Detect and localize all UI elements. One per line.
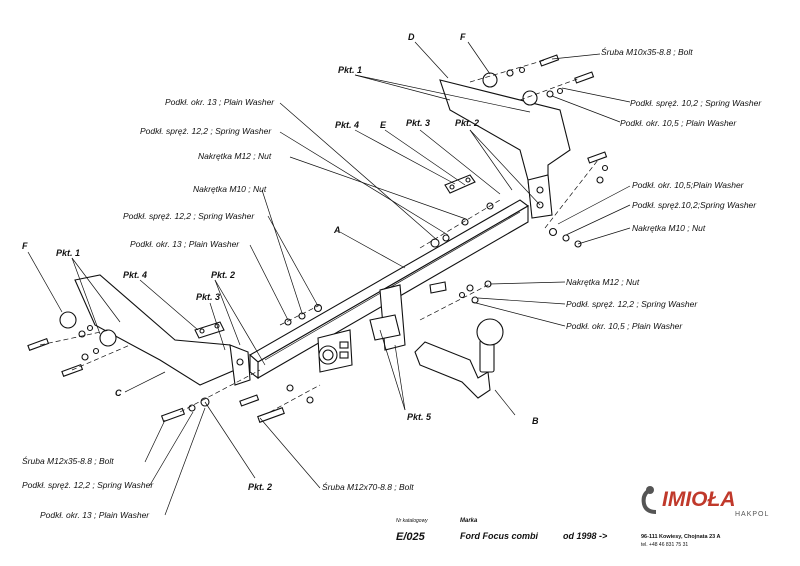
label-plain-washer-105-top: Podkł. okr. 10,5 ; Plain Washer xyxy=(620,118,737,128)
title-block: Nr katalogowy E/025 Marka Ford Focus com… xyxy=(396,518,608,543)
label-plain-washer-13-bottom: Podkł. okr. 13 ; Plain Washer xyxy=(40,510,150,520)
callout-pkt2-left: Pkt. 2 xyxy=(211,270,235,280)
assembly-axes xyxy=(39,59,599,413)
company-phone: tel. +48 46 831 75 31 xyxy=(641,542,688,548)
label-spring-washer-10-right: Podkł. spręż.10,2;Spring Washer xyxy=(632,200,757,210)
brand-value: Ford Focus combi xyxy=(460,531,539,541)
logo-wordmark: IMIOŁA xyxy=(662,488,736,511)
label-bolt-m10: Śruba M10x35-8.8 ; Bolt xyxy=(601,46,693,57)
label-bolt-m12x70: Śruba M12x70-8.8 ; Bolt xyxy=(322,481,414,492)
callout-pkt1-top: Pkt. 1 xyxy=(338,65,362,75)
label-spring-washer-12-bottom: Podkł. spręż. 12,2 ; Spring Washer xyxy=(22,480,154,490)
label-nut-m12-top: Nakrętka M12 ; Nut xyxy=(198,151,272,161)
callout-E: E xyxy=(380,120,387,130)
brand-label: Marka xyxy=(460,518,478,524)
callout-pkt3-top: Pkt. 3 xyxy=(406,118,430,128)
right-bracket xyxy=(439,79,571,219)
callout-pkt3-left: Pkt. 3 xyxy=(196,292,220,302)
label-spring-washer-12-top: Podkł. spręż. 12,2 ; Spring Washer xyxy=(140,126,272,136)
callout-A: A xyxy=(333,225,341,235)
company-address: 96-111 Kowiesy, Chojnata 23 A xyxy=(641,534,721,540)
clamp-plate-left xyxy=(194,321,225,339)
label-nut-m10-left: Nakrętka M10 ; Nut xyxy=(193,184,267,194)
callout-D: D xyxy=(408,32,415,42)
callout-B: B xyxy=(532,416,539,426)
left-bracket-C xyxy=(74,274,251,386)
label-bolt-m12x35: Śruba M12x35-8.8 ; Bolt xyxy=(22,455,114,466)
catalog-number-value: E/025 xyxy=(396,531,426,543)
catalog-number-label: Nr katalogowy xyxy=(396,518,428,524)
label-plain-washer-105-right2: Podkł. okr. 10,5 ; Plain Washer xyxy=(566,321,683,331)
label-spring-washer-12-mid: Podkł. spręż. 12,2 ; Spring Washer xyxy=(123,211,255,221)
label-plain-washer-13-mid: Podkł. okr. 13 ; Plain Washer xyxy=(130,239,240,249)
year-value: od 1998 -> xyxy=(563,531,608,541)
callout-F-left: F xyxy=(22,241,28,251)
label-plain-washer-13-top: Podkł. okr. 13 ; Plain Washer xyxy=(165,97,275,107)
label-nut-m12-right: Nakrętka M12 ; Nut xyxy=(566,277,640,287)
callout-pkt1-left: Pkt. 1 xyxy=(56,248,80,258)
label-plain-washer-105-right: Podkł. okr. 10,5;Plain Washer xyxy=(632,180,745,190)
callout-pkt2-bottom: Pkt. 2 xyxy=(248,482,272,492)
logo-subtext: HAKPOL xyxy=(735,511,769,518)
label-nut-m10-right: Nakrętka M10 ; Nut xyxy=(632,223,706,233)
callout-pkt4-top: Pkt. 4 xyxy=(335,120,359,130)
ball-mount-bracket xyxy=(369,281,447,351)
callout-pkt4-left: Pkt. 4 xyxy=(123,270,147,280)
tow-ball-B xyxy=(414,318,504,399)
label-spring-washer-10-top: Podkł. spręż. 10,2 ; Spring Washer xyxy=(630,98,762,108)
label-spring-washer-12-right: Podkł. spręż. 12,2 ; Spring Washer xyxy=(566,299,698,309)
logo-hook-icon xyxy=(641,488,657,514)
callout-pkt2-top: Pkt. 2 xyxy=(455,118,479,128)
clamp-plate-E xyxy=(444,174,476,194)
callout-pkt5: Pkt. 5 xyxy=(407,412,432,422)
callout-C: C xyxy=(115,388,122,398)
callout-F-top: F xyxy=(460,32,466,42)
company-logo: IMIOŁA HAKPOL 96-111 Kowiesy, Chojnata 2… xyxy=(641,486,769,548)
socket-plate xyxy=(317,329,353,373)
leader-lines xyxy=(27,41,631,516)
